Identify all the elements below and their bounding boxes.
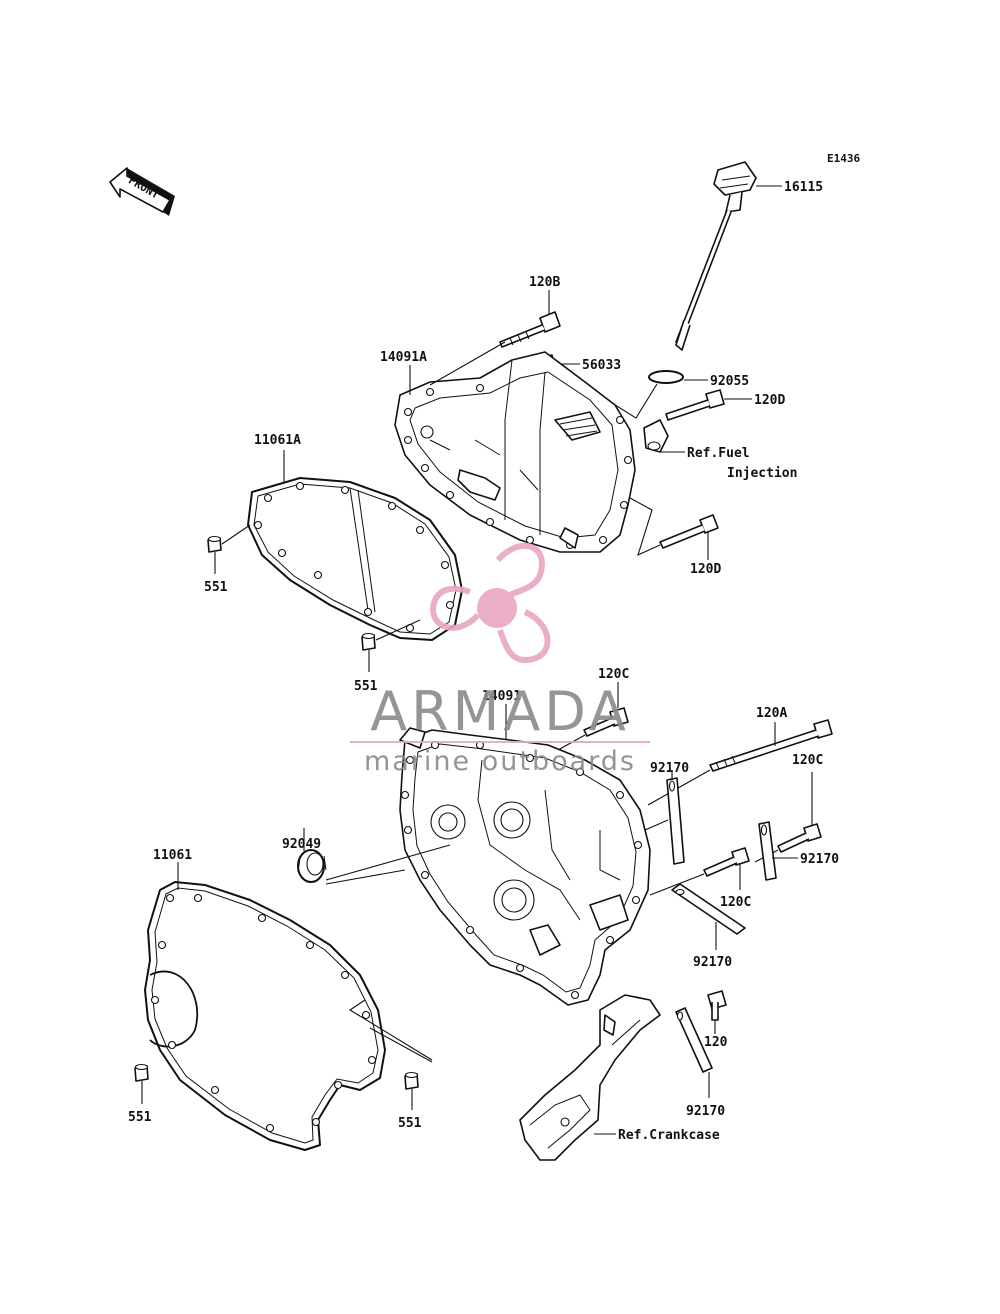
label-92170-c: 92170 bbox=[693, 955, 732, 970]
dowel-pin-551-d bbox=[404, 1071, 419, 1090]
dowel-pin-551-b bbox=[361, 632, 376, 651]
dowel-pin-551-a bbox=[207, 535, 222, 553]
label-16115: 16115 bbox=[784, 180, 823, 195]
bolt-120a bbox=[709, 719, 833, 772]
bolt-120 bbox=[707, 990, 727, 1021]
inner-cover-14091 bbox=[399, 727, 651, 1006]
label-92170-d: 92170 bbox=[686, 1104, 725, 1119]
ref-fuel-label-line1: Ref.Fuel bbox=[687, 446, 750, 461]
o-ring-92055 bbox=[648, 370, 684, 384]
label-92049: 92049 bbox=[282, 837, 321, 852]
guide-plate-92170-d bbox=[675, 1007, 713, 1073]
ref-fuel-label-line2: Injection bbox=[727, 466, 797, 481]
dipstick-16115 bbox=[675, 161, 757, 351]
label-120c-right: 120C bbox=[792, 753, 823, 768]
label-120d-top: 120D bbox=[754, 393, 785, 408]
label-551-a: 551 bbox=[204, 580, 228, 595]
bolt-120d-bottom bbox=[659, 514, 719, 549]
label-120b: 120B bbox=[529, 275, 560, 290]
watermark-tagline: marine outboards bbox=[364, 746, 636, 777]
gasket-11061a bbox=[247, 477, 463, 641]
bolt-120c-mid bbox=[703, 847, 750, 877]
label-120a: 120A bbox=[756, 706, 787, 721]
diagram-code: E1436 bbox=[827, 152, 860, 165]
label-11061a: 11061A bbox=[254, 433, 301, 448]
label-92170-b: 92170 bbox=[800, 852, 839, 867]
label-551-d: 551 bbox=[398, 1116, 422, 1131]
oil-seal-92049 bbox=[297, 849, 327, 883]
guide-plate-92170-a bbox=[666, 777, 685, 865]
label-120d-bottom: 120D bbox=[690, 562, 721, 577]
bolt-120c-right bbox=[777, 823, 822, 853]
label-14091: 14091 bbox=[482, 689, 521, 704]
outer-cover-14091a bbox=[394, 351, 636, 553]
bolt-120c-top bbox=[583, 707, 629, 737]
guide-plate-92170-b bbox=[758, 821, 777, 881]
armada-watermark: ARMADA marine outboards bbox=[350, 542, 650, 777]
watermark-brand: ARMADA bbox=[370, 680, 630, 743]
label-14091a: 14091A bbox=[380, 350, 427, 365]
label-551-c: 551 bbox=[128, 1110, 152, 1125]
label-120c-top: 120C bbox=[598, 667, 629, 682]
propeller-logo-icon bbox=[430, 542, 551, 664]
fuel-injection-clamp bbox=[643, 419, 669, 453]
front-direction-arrow: FRONT bbox=[109, 167, 175, 216]
label-120: 120 bbox=[704, 1035, 728, 1050]
bolt-120b bbox=[499, 311, 561, 348]
label-56033: 56033 bbox=[582, 358, 621, 373]
label-92170-a: 92170 bbox=[650, 761, 689, 776]
dowel-pin-551-c bbox=[134, 1063, 149, 1082]
guide-plate-92170-c bbox=[671, 883, 746, 935]
crankcase-reference bbox=[519, 994, 661, 1161]
ref-crankcase-label: Ref.Crankcase bbox=[618, 1128, 720, 1143]
label-11061: 11061 bbox=[153, 848, 192, 863]
label-92055: 92055 bbox=[710, 374, 749, 389]
label-120c-mid: 120C bbox=[720, 895, 751, 910]
bolt-120d-top bbox=[665, 389, 725, 421]
gasket-11061 bbox=[144, 881, 386, 1151]
label-551-b: 551 bbox=[354, 679, 378, 694]
